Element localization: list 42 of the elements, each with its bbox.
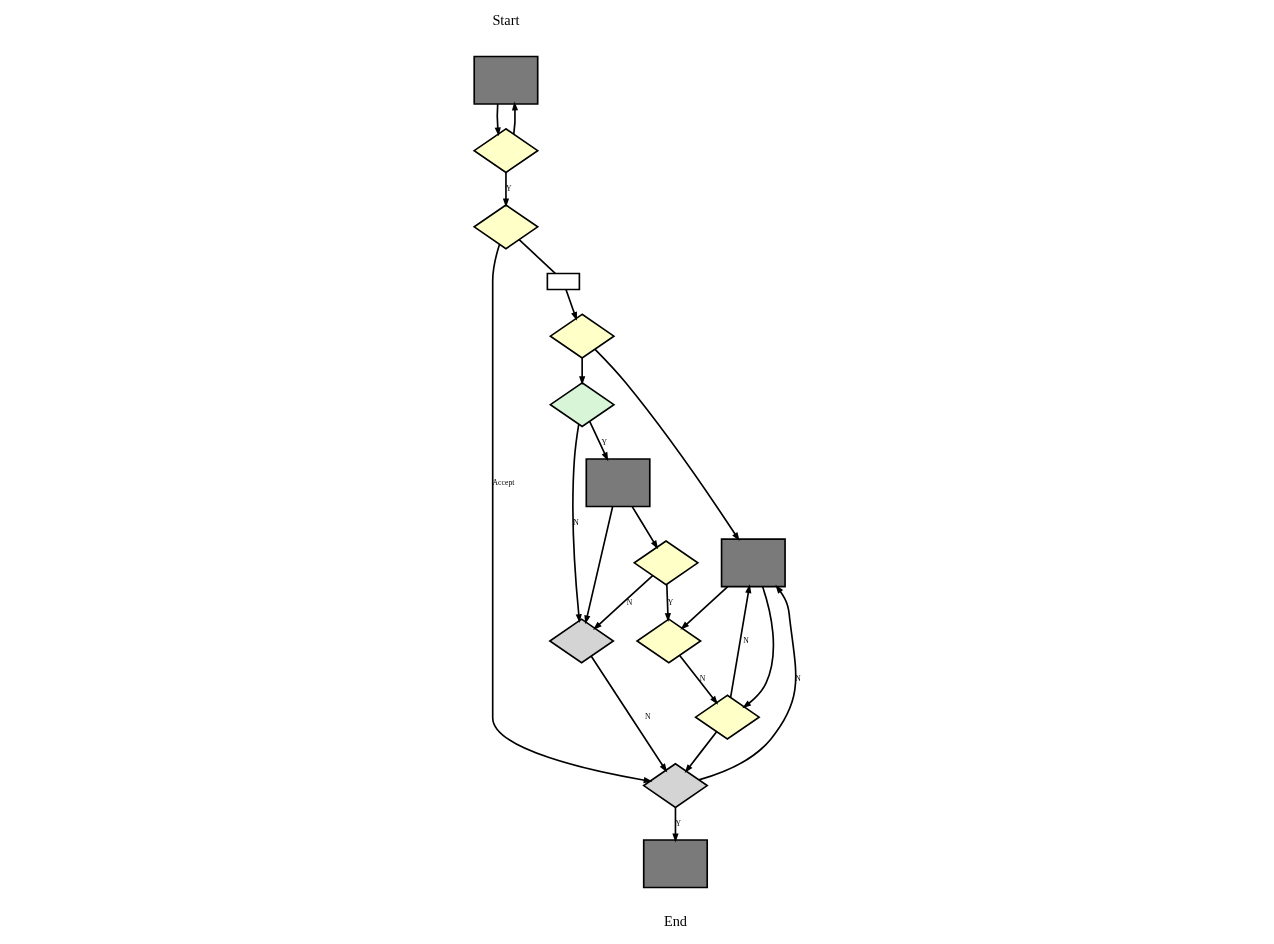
arrow [583, 505, 613, 625]
arrow [741, 585, 774, 709]
arrow [578, 357, 585, 386]
label: End [663, 913, 687, 930]
node-box [584, 458, 651, 508]
connector [517, 238, 556, 275]
arrow [729, 584, 751, 699]
arrow [511, 101, 518, 135]
edge-label: N [699, 674, 705, 684]
arrow [630, 505, 658, 550]
arrow [679, 585, 729, 630]
edge-label: N [794, 674, 801, 684]
arrow [684, 730, 717, 774]
node-box [642, 839, 708, 889]
edge-label: N [644, 712, 651, 722]
arrow [589, 655, 667, 773]
node-diamond [548, 381, 615, 428]
edge-label: Y [674, 818, 681, 828]
node-box [546, 272, 580, 291]
arrow [678, 654, 718, 705]
edge-label: N [626, 597, 632, 607]
edge-label: Y [505, 183, 512, 193]
edge-label: Accept [492, 477, 514, 487]
arrow [671, 806, 679, 843]
label: Start [491, 11, 519, 28]
arrow [664, 583, 671, 623]
arrow [502, 171, 509, 208]
arrow [571, 423, 582, 623]
arrow [592, 574, 654, 630]
edge-label: Y [600, 437, 607, 447]
arrow [564, 288, 577, 321]
node-diamond [472, 204, 539, 250]
node-box [472, 55, 539, 105]
edge-label: N [742, 635, 749, 645]
node-box [720, 538, 786, 588]
arrow [593, 348, 740, 542]
edge-label: N [572, 517, 579, 527]
arrow [491, 243, 653, 784]
arrow [697, 584, 797, 781]
arrow [588, 420, 608, 462]
edge-label: Y [667, 597, 673, 607]
arrow [494, 103, 501, 137]
